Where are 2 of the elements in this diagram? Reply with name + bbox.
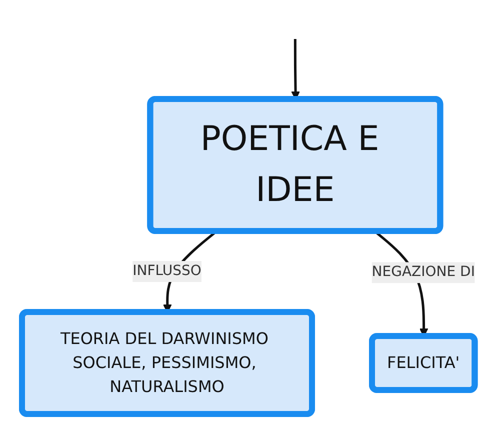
edge-label: NEGAZIONE DI [372,264,475,280]
edge-label: INFLUSSO [132,263,202,279]
